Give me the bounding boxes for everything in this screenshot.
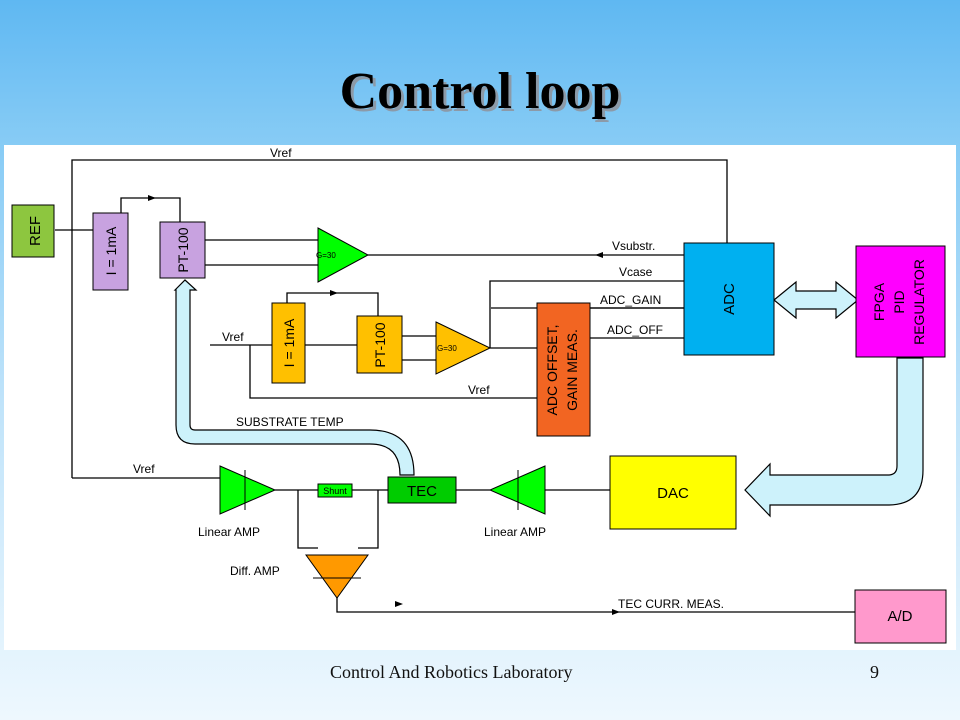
ad-label: A/D bbox=[887, 608, 912, 625]
gain-1-label: G=30 bbox=[316, 251, 336, 260]
vsubstr-label: Vsubstr. bbox=[612, 239, 655, 253]
substrate-temp-label: SUBSTRATE TEMP bbox=[236, 415, 344, 429]
fpga-pid-block bbox=[855, 245, 946, 358]
gain-amplifier-1 bbox=[317, 227, 370, 283]
current-source-2 bbox=[271, 302, 306, 384]
linear-amp-left-label: Linear AMP bbox=[198, 525, 260, 539]
diff-amp-label: Diff. AMP bbox=[230, 564, 280, 578]
vref-top-label: Vref bbox=[270, 146, 292, 160]
pt100-1-label: PT-100 bbox=[175, 227, 191, 272]
fpga-dac-curved-arrow bbox=[744, 357, 924, 518]
vref-mid-label: Vref bbox=[222, 330, 244, 344]
shunt-label: Shunt bbox=[323, 486, 347, 496]
adc-offset-label-2: GAIN MEAS. bbox=[564, 329, 580, 411]
adc-gain-label: ADC_GAIN bbox=[600, 293, 661, 307]
tec-block bbox=[387, 476, 457, 504]
current-source-1-label: I = 1mA bbox=[103, 226, 119, 275]
dac-label: DAC bbox=[657, 485, 689, 502]
vref-offset-label: Vref bbox=[468, 383, 490, 397]
fpga-label-2: PID bbox=[891, 290, 907, 313]
footer-lab-name: Control And Robotics Laboratory bbox=[330, 662, 573, 682]
ref-block bbox=[11, 204, 55, 258]
gain-amplifier-2 bbox=[435, 321, 492, 375]
slide-title: Control loop bbox=[339, 63, 621, 120]
diff-amplifier bbox=[305, 554, 369, 599]
adc-offset-gain-block bbox=[536, 302, 591, 437]
substrate-temp-feedback-path bbox=[173, 279, 415, 476]
vref-bottom-label: Vref bbox=[133, 462, 155, 476]
adc-label: ADC bbox=[721, 283, 738, 315]
control-loop-diagram: REF I = 1mA PT-100 G=30 I = 1mA PT-100 G… bbox=[4, 145, 956, 650]
page-number: 9 bbox=[870, 662, 879, 682]
tec-curr-meas-label: TEC CURR. MEAS. bbox=[618, 597, 724, 611]
dac-block bbox=[609, 455, 737, 530]
pt100-2-label: PT-100 bbox=[372, 322, 388, 367]
adc-off-label: ADC_OFF bbox=[607, 323, 663, 337]
linear-amp-right-label: Linear AMP bbox=[484, 525, 546, 539]
adc-offset-label-1: ADC OFFSET, bbox=[544, 324, 560, 415]
current-source-1 bbox=[92, 212, 129, 291]
fpga-label-1: FPGA bbox=[871, 282, 887, 321]
ad-block bbox=[854, 589, 947, 644]
shunt-resistor bbox=[317, 483, 353, 498]
pt100-sensor-1 bbox=[159, 221, 206, 279]
current-source-2-label: I = 1mA bbox=[281, 318, 297, 367]
linear-amplifier-left bbox=[219, 465, 277, 515]
adc-block bbox=[683, 242, 775, 356]
tec-label: TEC bbox=[407, 483, 437, 500]
ref-label: REF bbox=[27, 216, 44, 246]
vcase-label: Vcase bbox=[619, 265, 653, 279]
gain-2-label: G=30 bbox=[437, 344, 457, 353]
pt100-sensor-2 bbox=[356, 315, 403, 374]
fpga-label-3: REGULATOR bbox=[911, 259, 927, 345]
